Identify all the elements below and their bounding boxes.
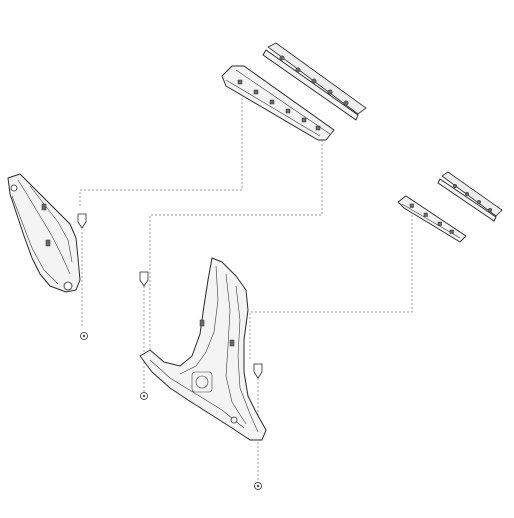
right-scuff-plate xyxy=(397,195,467,243)
upper-scuff-plate xyxy=(221,65,335,141)
leader-right-plate xyxy=(249,215,413,360)
pillar-trim-panel xyxy=(139,257,267,441)
fasteners xyxy=(77,213,263,490)
clip-lower-right xyxy=(253,363,263,379)
leader-upper-strip xyxy=(149,140,323,350)
right-sill-strip xyxy=(437,171,503,222)
leader-upper-plate xyxy=(79,98,243,208)
clip-mid-left xyxy=(139,271,149,287)
screw-left xyxy=(80,332,88,340)
screw-bottom xyxy=(254,482,262,490)
screw-mid xyxy=(140,392,148,400)
clip-upper-left xyxy=(77,213,87,229)
side-trim-panel xyxy=(7,173,81,293)
leader-lines xyxy=(79,98,413,482)
upper-sill-strip xyxy=(262,42,367,121)
